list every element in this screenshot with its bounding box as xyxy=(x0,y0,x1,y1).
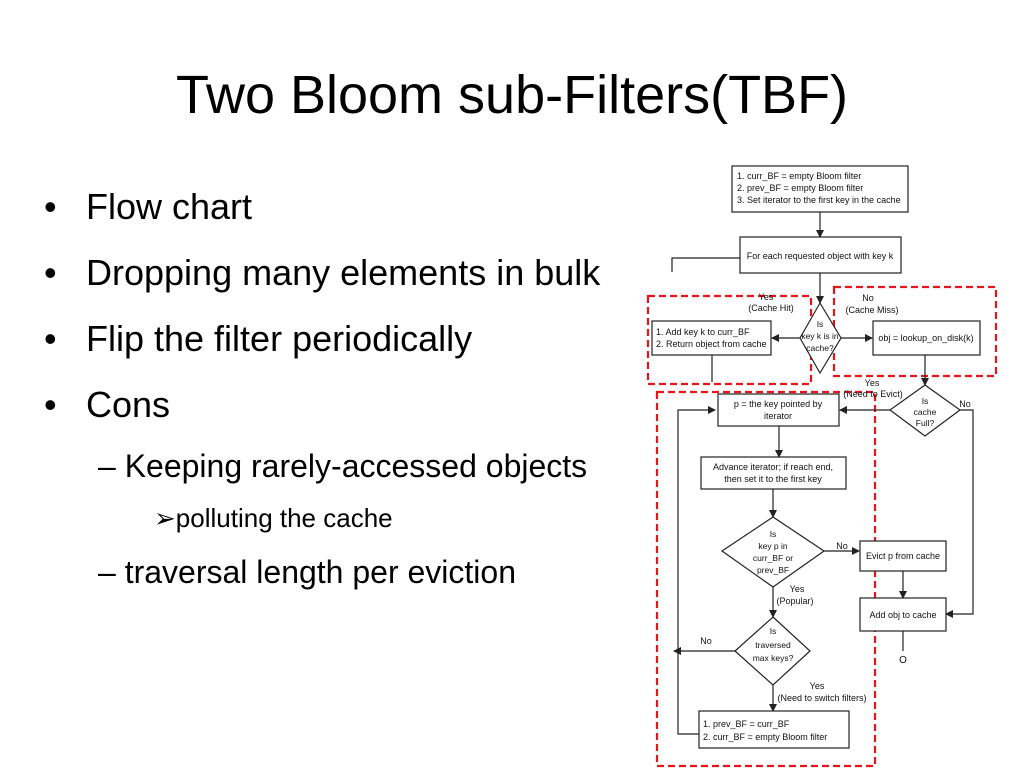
sub-bullet-item: – Keeping rarely-accessed objects xyxy=(98,444,587,488)
hit-label: (Cache Hit) xyxy=(748,303,794,313)
traversed-yes-label: Yes xyxy=(810,681,825,691)
add-box-text: Add obj to cache xyxy=(869,610,936,620)
traversed-no-label: No xyxy=(700,636,712,646)
miss-no-label: No xyxy=(862,293,874,303)
eviction-highlight xyxy=(655,390,877,768)
advance-line-2: then set it to the first key xyxy=(724,474,822,484)
decision-traversed xyxy=(734,616,811,686)
init-box xyxy=(731,165,909,213)
switch-line-2: 2. curr_BF = empty Bloom filter xyxy=(703,732,827,742)
cache-hit-highlight xyxy=(646,294,813,386)
p-box xyxy=(717,393,840,427)
bullet-text: Flow chart xyxy=(86,186,253,227)
p-box-line-2: iterator xyxy=(764,411,792,421)
in-cache-line-3: cache? xyxy=(806,343,834,353)
full-line-2: cache xyxy=(914,407,937,417)
bullet-dot: • xyxy=(44,318,57,359)
in-cache-line-1: Is xyxy=(817,319,824,329)
switch-box xyxy=(698,710,850,749)
sub-bullet-text: traversal length per eviction xyxy=(124,554,516,590)
sub-sub-bullet-text: polluting the cache xyxy=(175,503,393,533)
traversed-line-1: Is xyxy=(770,626,777,636)
in-cache-line-2: key k is in xyxy=(801,331,839,341)
arrow-switch-loop xyxy=(677,406,716,735)
end-terminal-icon: O xyxy=(899,655,907,666)
popular-no-label: No xyxy=(836,541,848,551)
slide-title: Two Bloom sub-Filters(TBF) xyxy=(175,65,849,125)
p-box-line-1: p = the key pointed by xyxy=(734,399,823,409)
popular-yes-label: Yes xyxy=(790,584,805,594)
flowchart-connectors xyxy=(671,212,974,735)
sub-sub-bullet-item: ➢polluting the cache xyxy=(154,500,393,536)
bullet-text: Dropping many elements in bulk xyxy=(86,252,601,293)
foreach-text: For each requested object with key k xyxy=(747,251,894,261)
full-line-1: Is xyxy=(922,396,929,406)
advance-line-1: Advance iterator; if reach end, xyxy=(713,462,833,472)
foreach-box xyxy=(739,236,902,274)
traversed-label: (Need to switch filters) xyxy=(777,693,866,703)
add-box xyxy=(859,597,947,632)
full-line-3: Full? xyxy=(916,418,935,428)
hit-yes-label: Yes xyxy=(759,292,774,302)
miss-action-box xyxy=(872,320,981,356)
popular-line-4: prev_BF xyxy=(757,565,789,575)
popular-line-1: Is xyxy=(770,529,777,539)
sub-bullet-dash: – xyxy=(98,554,116,590)
traversed-line-2: traversed xyxy=(755,640,791,650)
evict-label: (Need to Evict) xyxy=(843,389,903,399)
popular-line-2: key p in xyxy=(758,541,788,551)
decision-in-cache xyxy=(799,301,842,375)
switch-line-1: 1. prev_BF = curr_BF xyxy=(703,719,790,729)
sub-bullet-text: Keeping rarely-accessed objects xyxy=(124,448,588,484)
sub-bullet-dash: – xyxy=(98,448,116,484)
loop-back-line xyxy=(671,257,740,272)
init-line-2: 2. prev_BF = empty Bloom filter xyxy=(737,183,863,193)
bullet-dot: • xyxy=(44,186,57,227)
miss-action-text: obj = lookup_on_disk(k) xyxy=(878,333,973,343)
flowchart-labels: 1. curr_BF = empty Bloom filter 2. prev_… xyxy=(656,171,974,742)
flowchart-shapes xyxy=(651,165,981,749)
evict-yes-label: Yes xyxy=(865,378,880,388)
sub-bullet-item: – traversal length per eviction xyxy=(98,550,516,594)
advance-box xyxy=(700,456,847,490)
traversed-line-3: max keys? xyxy=(753,653,794,663)
miss-label: (Cache Miss) xyxy=(845,305,898,315)
arrow-bullet-icon: ➢ xyxy=(154,503,176,533)
bullet-dot: • xyxy=(44,384,57,425)
bullet-text: Flip the filter periodically xyxy=(86,318,473,359)
bullet-text: Cons xyxy=(86,384,171,425)
hit-action-box xyxy=(651,320,772,356)
bullet-dot: • xyxy=(44,252,57,293)
init-line-1: 1. curr_BF = empty Bloom filter xyxy=(737,171,861,181)
hit-action-line-2: 2. Return object from cache xyxy=(656,339,767,349)
full-no-label: No xyxy=(959,399,971,409)
evict-box xyxy=(859,540,947,572)
hit-action-line-1: 1. Add key k to curr_BF xyxy=(656,327,750,337)
decision-popular xyxy=(720,516,826,588)
popular-line-3: curr_BF or xyxy=(753,553,793,563)
decision-full xyxy=(888,384,962,437)
popular-label: (Popular) xyxy=(776,596,813,606)
arrow-full-no xyxy=(945,409,974,618)
init-line-3: 3. Set iterator to the first key in the … xyxy=(737,195,901,205)
evict-box-text: Evict p from cache xyxy=(866,551,940,561)
